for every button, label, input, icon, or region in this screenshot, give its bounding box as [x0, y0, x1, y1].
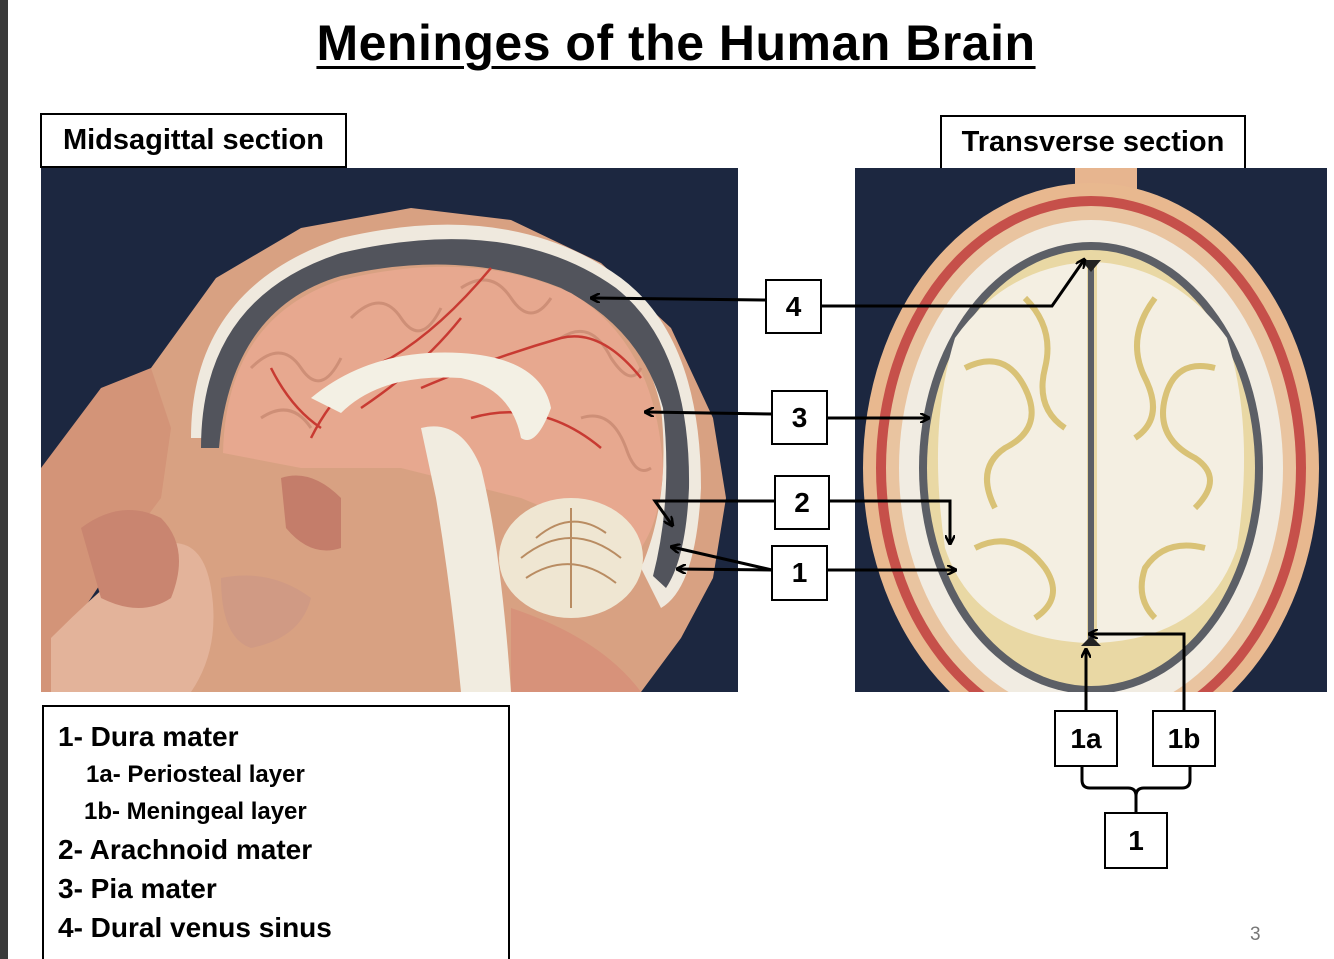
transverse-label: Transverse section — [940, 115, 1246, 170]
marker-1a: 1a — [1054, 710, 1118, 767]
marker-3: 3 — [771, 390, 828, 445]
legend-item-arachnoid-mater: 2- Arachnoid mater — [58, 834, 313, 865]
marker-2: 2 — [774, 475, 830, 530]
legend-box: 1- Dura mater 1a- Periosteal layer 1b- M… — [42, 705, 510, 959]
legend-item-periosteal-layer: 1a- Periosteal layer — [86, 761, 305, 788]
bracket-left — [1080, 767, 1138, 812]
marker-1-bottom: 1 — [1104, 812, 1168, 869]
marker-1b: 1b — [1152, 710, 1216, 767]
page-number: 3 — [1250, 924, 1261, 945]
legend-item-dura-mater: 1- Dura mater — [58, 721, 239, 752]
legend-item-meningeal-layer: 1b- Meningeal layer — [84, 798, 307, 825]
marker-1: 1 — [771, 545, 828, 601]
marker-4: 4 — [765, 279, 822, 334]
window-edge — [0, 0, 8, 959]
midsagittal-brain-image — [41, 168, 738, 692]
legend-item-dural-venus-sinus: 4- Dural venus sinus — [58, 912, 332, 943]
transverse-brain-image — [855, 168, 1327, 692]
bracket-right — [1134, 767, 1192, 797]
midsagittal-label: Midsagittal section — [40, 113, 347, 168]
legend-item-pia-mater: 3- Pia mater — [58, 873, 217, 904]
page-title: Meninges of the Human Brain — [316, 15, 1036, 71]
